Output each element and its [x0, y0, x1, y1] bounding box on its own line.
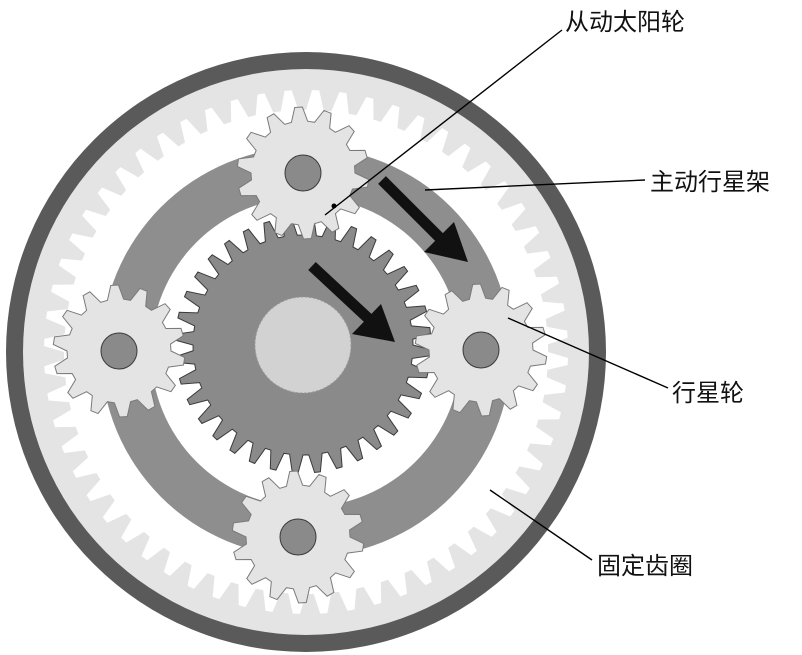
sun-rotation-arrow — [308, 261, 395, 342]
planet-gear-bottom-hub — [279, 518, 317, 556]
planet-gear-left — [52, 284, 186, 418]
planet-gear-bottom — [231, 470, 365, 604]
ring-gear-leader — [489, 489, 593, 561]
planet-gear-left-hub — [100, 332, 138, 370]
sun-gear-leader — [324, 29, 563, 216]
sun-gear-hub — [254, 296, 352, 394]
planet-gear-leader — [507, 317, 669, 389]
planet-gear-right-hub — [462, 331, 500, 369]
planet-gear-label: 行星轮 — [672, 379, 744, 407]
carrier-label: 主动行星架 — [650, 168, 770, 196]
ring-gear-label: 固定齿圈 — [597, 552, 693, 580]
sun-gear-label: 从动太阳轮 — [565, 8, 685, 36]
sun-gear-leader-dot — [331, 203, 337, 209]
carrier-rotation-arrow — [378, 176, 468, 262]
planet-gear-right — [414, 283, 548, 417]
carrier-leader — [424, 179, 646, 191]
planet-gear-top-hub — [284, 154, 322, 192]
